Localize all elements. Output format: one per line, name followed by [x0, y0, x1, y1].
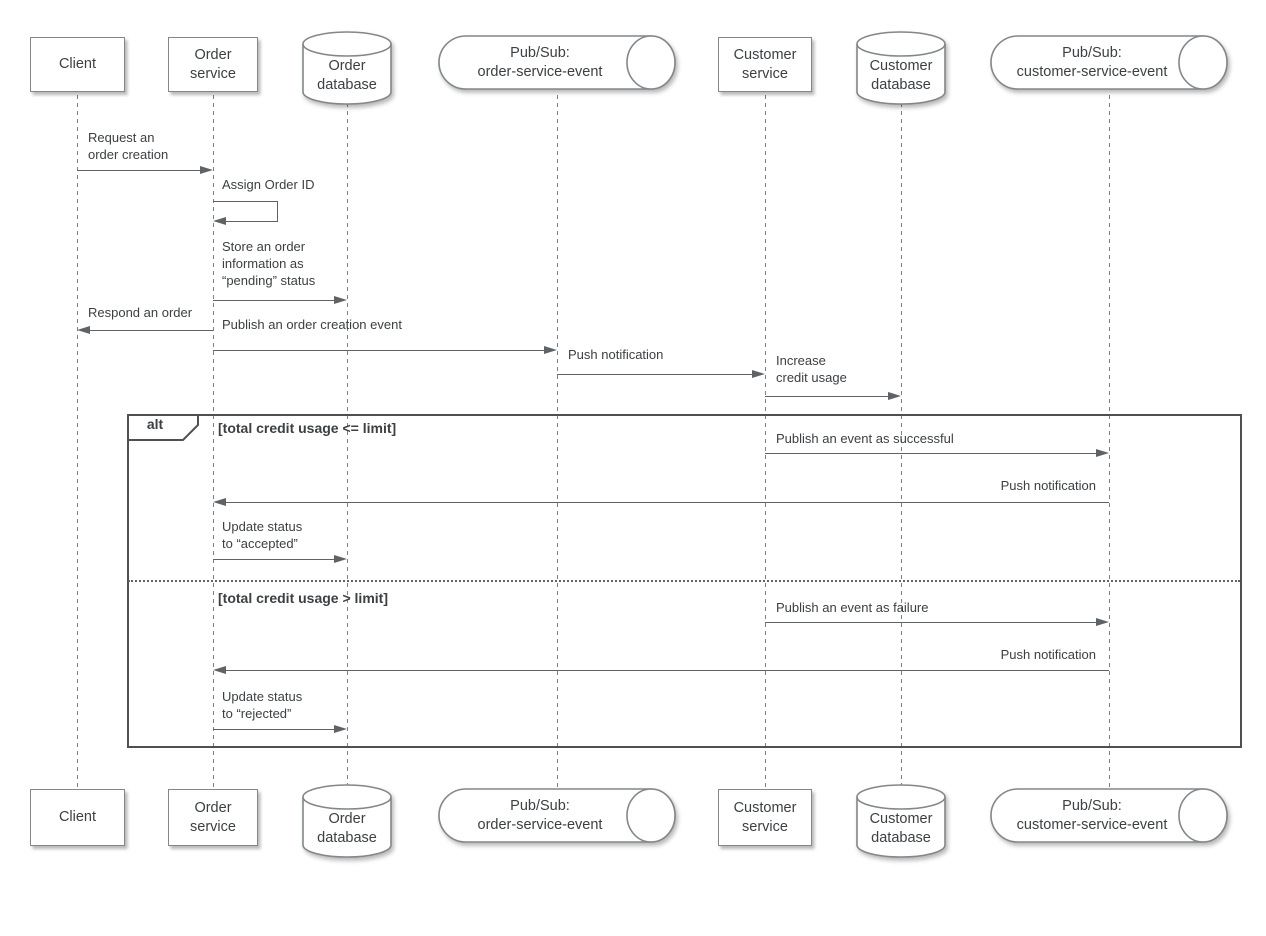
arrowhead-left-icon	[213, 666, 226, 674]
queue-cylinder-icon	[438, 35, 676, 90]
participant-client-bottom: Client	[30, 789, 125, 846]
arrowhead-right-icon	[334, 555, 347, 563]
arrow-request-order	[77, 170, 201, 171]
alt-tab-pentagon-icon	[127, 414, 199, 441]
lifeline-order-service	[212, 95, 215, 788]
arrowhead-left-icon	[77, 326, 90, 334]
message-label-push-notification-3: Push notification	[1000, 647, 1096, 662]
arrow-push-notification-1	[557, 374, 752, 375]
queue-cylinder-icon	[438, 788, 676, 843]
participant-client-top: Client	[30, 37, 125, 92]
message-label-push-notification-1: Push notification	[568, 347, 664, 362]
participant-customer-database-top: Customer database	[855, 30, 947, 106]
arrow-store-pending	[213, 300, 334, 301]
arrow-respond-order	[90, 330, 213, 331]
message-label-respond-order: Respond an order	[88, 305, 193, 320]
message-label-publish-order-event: Publish an order creation event	[222, 317, 402, 332]
database-cylinder-icon	[856, 31, 946, 105]
participant-pubsub-customer-top: Pub/Sub: customer-service-event	[989, 34, 1229, 91]
lifeline-order-database	[346, 95, 349, 788]
arrow-update-rejected	[213, 729, 334, 730]
guard-success: [total credit usage <= limit]	[218, 420, 397, 436]
arrow-publish-failure	[765, 622, 1096, 623]
arrow-publish-order-event	[213, 350, 544, 351]
participant-pubsub-order-bottom: Pub/Sub: order-service-event	[437, 787, 677, 844]
message-label-publish-success: Publish an event as successful	[776, 431, 954, 446]
lifeline-pubsub-customer	[1108, 95, 1111, 788]
arrow-update-accepted	[213, 559, 334, 560]
message-label-request-order: Request an order creation	[88, 130, 169, 163]
message-label-push-notification-2: Push notification	[1000, 478, 1096, 493]
lifeline-pubsub-order	[556, 95, 559, 788]
arrowhead-left-icon	[213, 217, 226, 225]
alt-divider	[128, 580, 1240, 582]
participant-customer-service-top: Customer service	[718, 37, 812, 92]
arrowhead-right-icon	[752, 370, 765, 378]
queue-cylinder-icon	[990, 35, 1228, 90]
arrowhead-right-icon	[334, 296, 347, 304]
arrow-push-notification-3	[226, 670, 1109, 671]
arrowhead-right-icon	[888, 392, 901, 400]
arrow-increase-credit	[765, 396, 888, 397]
arrowhead-right-icon	[200, 166, 213, 174]
participant-pubsub-customer-bottom: Pub/Sub: customer-service-event	[989, 787, 1229, 844]
message-label-assign-order-id: Assign Order ID	[222, 177, 315, 192]
participant-pubsub-order-top: Pub/Sub: order-service-event	[437, 34, 677, 91]
participant-order-database-top: Order database	[301, 30, 393, 106]
arrowhead-right-icon	[1096, 618, 1109, 626]
database-cylinder-icon	[856, 784, 946, 858]
arrow-push-notification-2	[226, 502, 1109, 503]
arrowhead-right-icon	[1096, 449, 1109, 457]
lifeline-client	[76, 95, 79, 788]
arrowhead-right-icon	[544, 346, 557, 354]
participant-order-service-bottom: Order service	[168, 789, 258, 846]
participant-customer-database-bottom: Customer database	[855, 783, 947, 859]
arrow-publish-success	[765, 453, 1096, 454]
guard-failure: [total credit usage > limit]	[218, 590, 388, 606]
message-label-update-accepted: Update status to “accepted”	[222, 519, 303, 552]
lifeline-customer-database	[900, 95, 903, 788]
alt-frame-label: alt	[146, 416, 164, 432]
lifeline-customer-service	[764, 95, 767, 788]
message-label-store-pending: Store an order information as “pending” …	[222, 239, 316, 289]
arrow-self-side	[277, 201, 278, 221]
alt-frame-tab: alt	[127, 414, 199, 441]
message-label-increase-credit: Increase credit usage	[776, 353, 847, 386]
queue-cylinder-icon	[990, 788, 1228, 843]
message-label-update-rejected: Update status to “rejected”	[222, 689, 303, 722]
participant-order-service-top: Order service	[168, 37, 258, 92]
arrow-self-bottom	[226, 221, 278, 222]
arrowhead-right-icon	[334, 725, 347, 733]
message-label-publish-failure: Publish an event as failure	[776, 600, 929, 615]
database-cylinder-icon	[302, 31, 392, 105]
database-cylinder-icon	[302, 784, 392, 858]
participant-order-database-bottom: Order database	[301, 783, 393, 859]
arrow-self-top	[213, 201, 278, 202]
arrowhead-left-icon	[213, 498, 226, 506]
participant-customer-service-bottom: Customer service	[718, 789, 812, 846]
